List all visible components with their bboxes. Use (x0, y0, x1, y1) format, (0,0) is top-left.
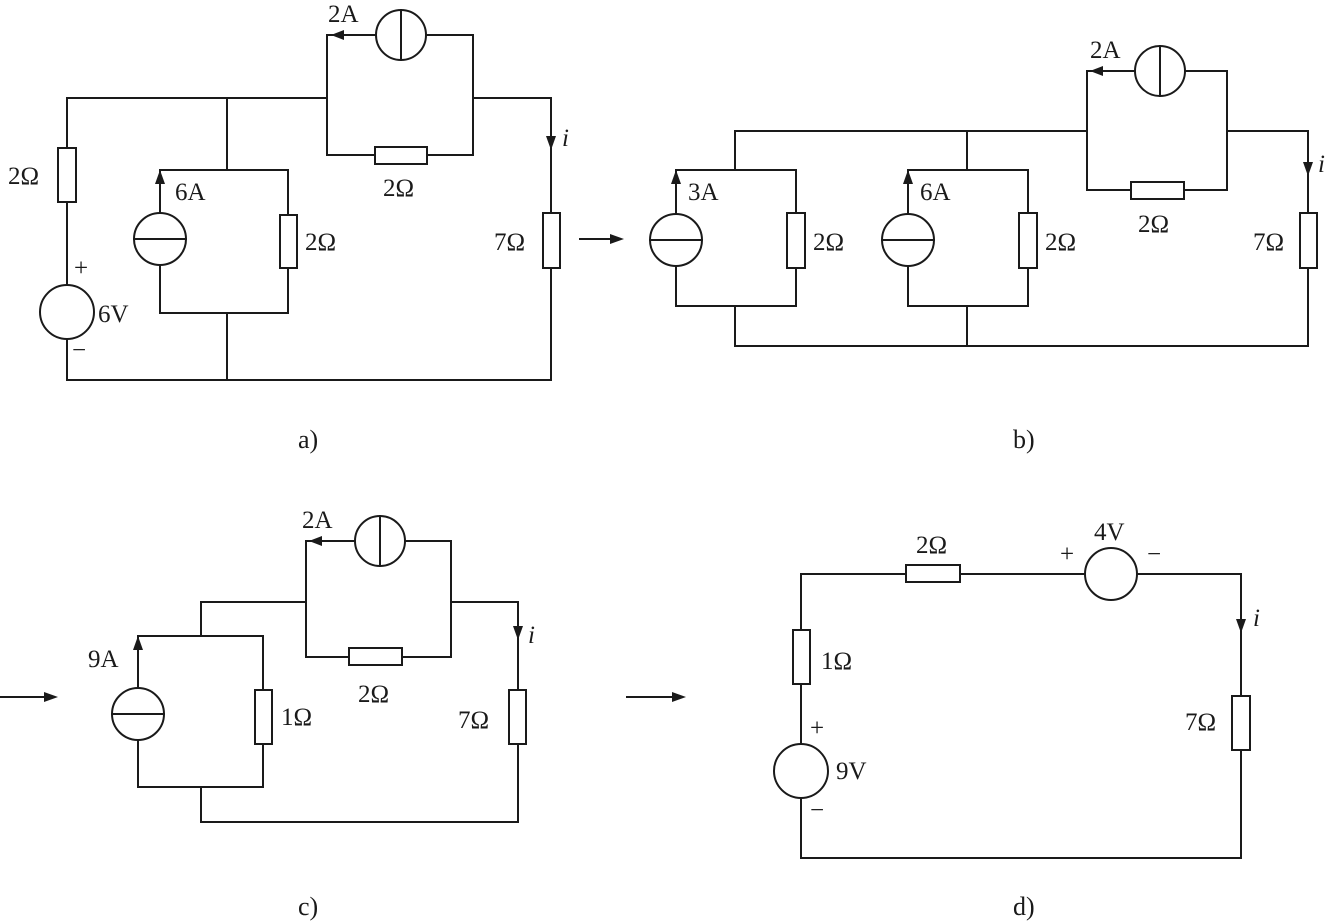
label-cs-2: 6A (920, 179, 951, 206)
arrow-down-icon (1303, 162, 1313, 176)
resistor-load (542, 212, 561, 269)
circuit-panel-b: 2A 2Ω 3A 2Ω 6A 2Ω 7Ω i b) (649, 37, 1325, 454)
arrow-right-icon (610, 234, 624, 244)
resistor-left (57, 147, 77, 203)
wire (66, 34, 552, 381)
label-r-load: 7Ω (1185, 709, 1216, 736)
label-r-top: 2Ω (916, 532, 947, 559)
label-current: i (1318, 151, 1325, 178)
voltage-source-6v (39, 284, 95, 340)
resistor-load (508, 689, 527, 745)
arrow-up-icon (671, 170, 681, 184)
label-r-1: 1Ω (281, 704, 312, 731)
wire (800, 573, 1242, 859)
label-cs-top: 2A (1090, 37, 1121, 64)
label-r-top: 2Ω (1138, 211, 1169, 238)
resistor-top (905, 564, 961, 583)
arrow-up-icon (155, 170, 165, 184)
arrow-down-icon (513, 626, 523, 640)
resistor-1 (786, 212, 806, 269)
circuit-panel-d: 2Ω 4V + − 1Ω + 9V − 7Ω i d) (773, 519, 1260, 921)
label-r-2: 2Ω (1045, 229, 1076, 256)
label-vs-minus: − (72, 337, 86, 364)
panel-caption-d: d) (1013, 892, 1035, 921)
label-current: i (528, 622, 535, 649)
wire (675, 70, 1309, 347)
label-r-1: 2Ω (813, 229, 844, 256)
label-cs-top: 2A (302, 507, 333, 534)
arrow-left-icon (309, 536, 322, 546)
resistor-1 (254, 689, 273, 745)
arrow-left-icon (1090, 66, 1103, 76)
label-cs-1: 3A (688, 179, 719, 206)
circuit-panel-a: 2A 2Ω 2Ω 6A 2Ω + 6V − 7Ω i a) (8, 1, 569, 454)
label-r-left: 2Ω (8, 163, 39, 190)
label-r-mid: 2Ω (305, 229, 336, 256)
label-r-load: 7Ω (458, 707, 489, 734)
label-vs-plus: + (74, 255, 88, 282)
voltage-source-4v (1084, 547, 1138, 601)
panel-caption-c: c) (298, 892, 318, 921)
label-vs-plus: + (810, 715, 824, 742)
resistor-load (1299, 212, 1318, 269)
resistor-middle (279, 214, 298, 269)
resistor-top (1130, 181, 1185, 200)
arrow-down-icon (1236, 619, 1246, 633)
label-vs-top-minus: − (1147, 541, 1161, 568)
label-r-top: 2Ω (383, 175, 414, 202)
arrow-up-icon (133, 636, 143, 650)
arrow-up-icon (903, 170, 913, 184)
voltage-source-9v (773, 743, 829, 799)
label-cs-top: 2A (328, 1, 359, 28)
label-r-load: 7Ω (494, 229, 525, 256)
label-r-load: 7Ω (1253, 229, 1284, 256)
label-vs-value: 6V (98, 301, 129, 328)
label-r-left: 1Ω (821, 648, 852, 675)
panel-caption-b: b) (1013, 425, 1035, 454)
label-vs-value: 9V (836, 758, 867, 785)
resistor-top (374, 146, 428, 165)
wire (137, 540, 519, 823)
arrow-right-icon (44, 692, 58, 702)
resistor-left (792, 629, 811, 685)
label-cs-mid: 6A (175, 179, 206, 206)
label-vs-minus: − (810, 797, 824, 824)
resistor-2 (1018, 212, 1038, 269)
circuit-panel-c: 2A 2Ω 9A 1Ω 7Ω i c) (88, 507, 535, 921)
resistor-load (1231, 695, 1251, 751)
resistor-top (348, 647, 403, 666)
label-current: i (1253, 605, 1260, 632)
label-current: i (562, 125, 569, 152)
panel-caption-a: a) (298, 425, 318, 454)
arrow-right-icon (672, 692, 686, 702)
arrow-down-icon (546, 136, 556, 150)
label-vs-top-value: 4V (1094, 519, 1125, 546)
label-cs-1: 9A (88, 646, 119, 673)
label-r-top: 2Ω (358, 681, 389, 708)
label-vs-top-plus: + (1060, 541, 1074, 568)
arrow-left-icon (331, 30, 344, 40)
